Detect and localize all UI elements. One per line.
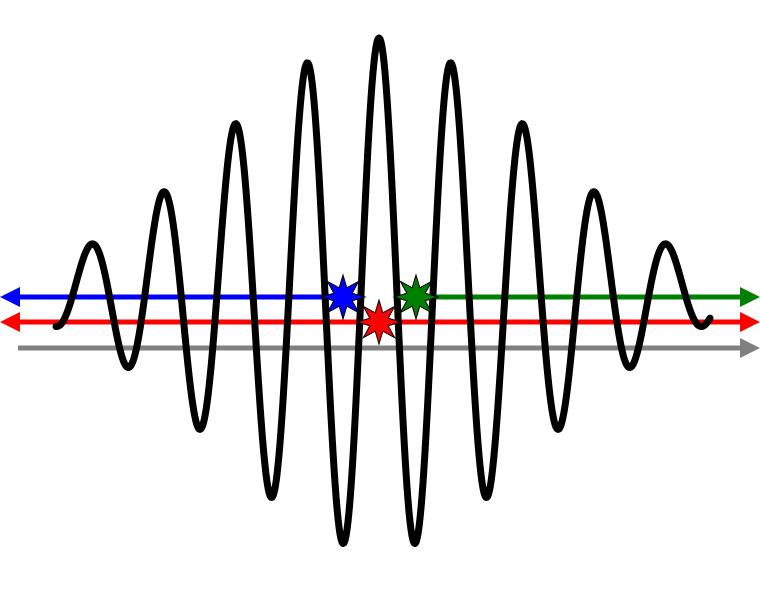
wave-packet-curve	[52, 34, 714, 547]
red-star-icon	[355, 298, 403, 346]
blue-arrow-head-icon	[0, 287, 20, 307]
red-arrow-left-head-icon	[0, 312, 20, 332]
green-star-icon	[392, 273, 440, 321]
green-arrow-head-icon	[740, 287, 760, 307]
star-markers	[319, 273, 440, 346]
blue-star-icon	[319, 273, 367, 321]
red-arrow-right-head-icon	[740, 312, 760, 332]
gray-arrow-head-icon	[740, 338, 760, 358]
